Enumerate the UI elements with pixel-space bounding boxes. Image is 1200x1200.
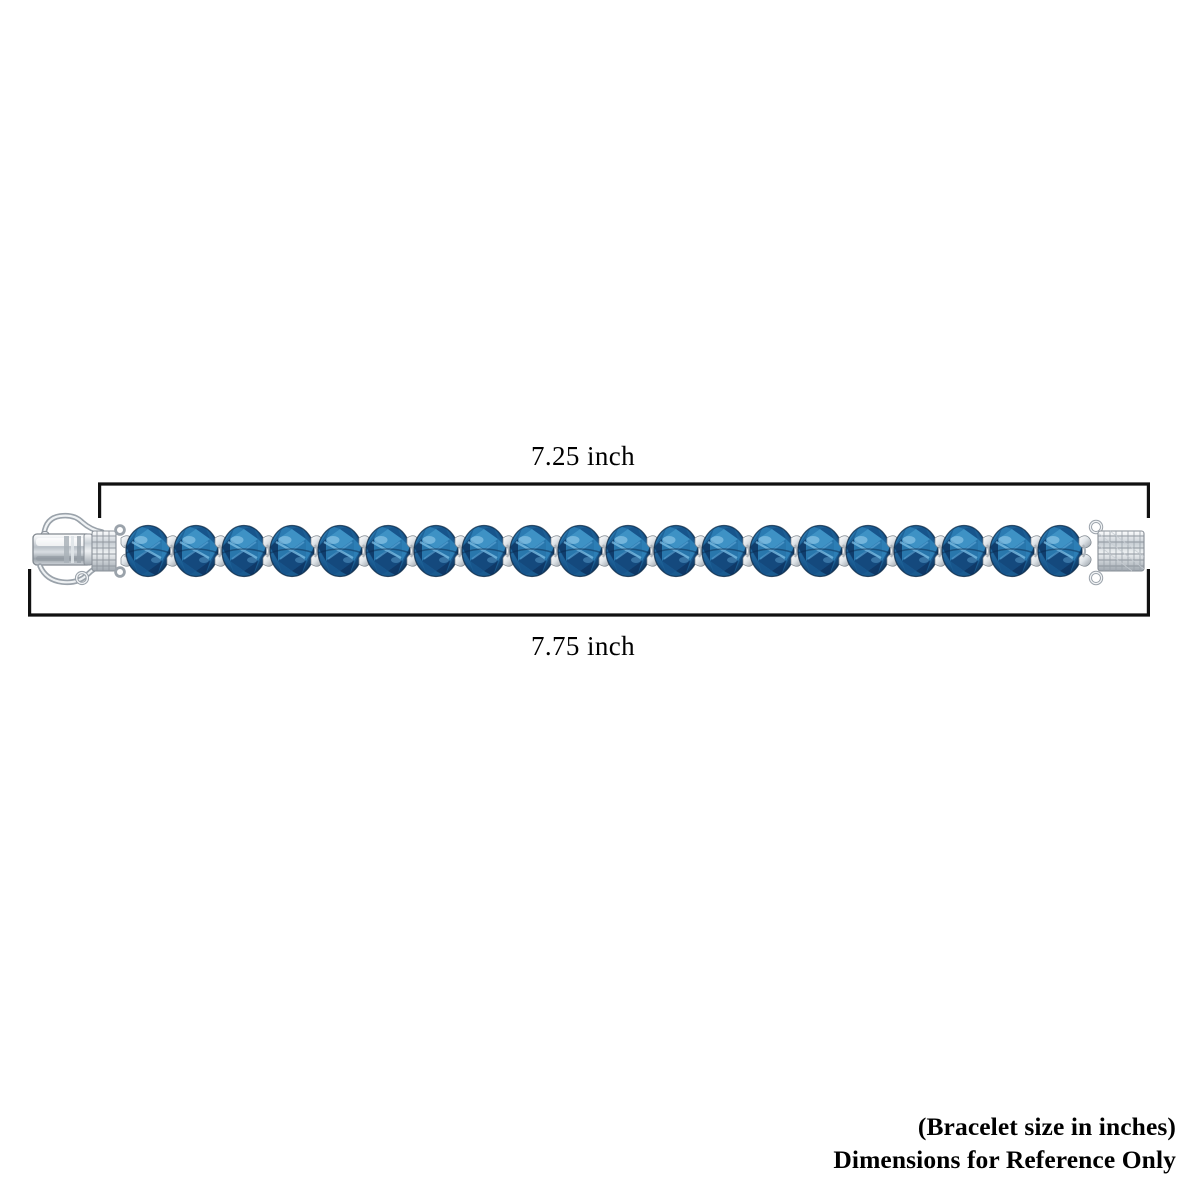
measurement-label-bottom: 7.75 inch — [530, 631, 636, 661]
caption-line-1: (Bracelet size in inches) — [917, 1112, 1176, 1141]
clasp — [32, 512, 117, 586]
end-bar-mesh — [1088, 519, 1145, 586]
reference-caption: (Bracelet size in inches) Dimensions for… — [833, 1110, 1176, 1176]
bracelet — [32, 512, 1145, 586]
caption-line-2: Dimensions for Reference Only — [833, 1145, 1176, 1174]
clasp-hinge-mesh — [91, 530, 117, 572]
measurement-label-top: 7.25 inch — [530, 441, 636, 471]
measurement-bracket-bottom — [28, 569, 1151, 617]
gemstone-strand — [119, 526, 1093, 577]
measurement-bracket-top — [97, 482, 1151, 518]
